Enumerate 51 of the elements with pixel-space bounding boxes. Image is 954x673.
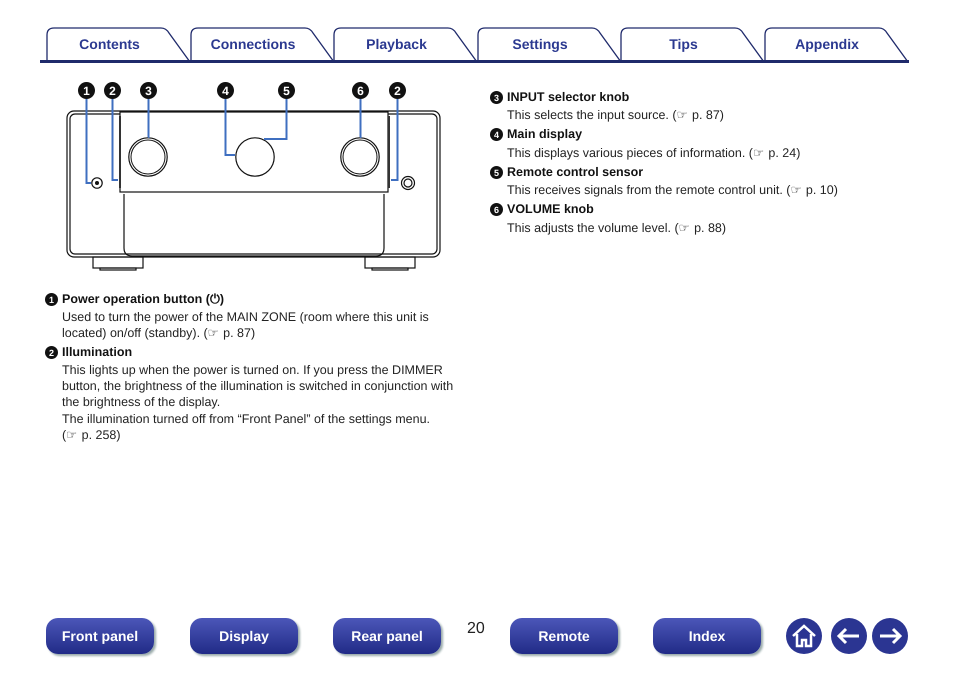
callout-number: 6	[352, 82, 369, 99]
nav-tab: Contents	[46, 27, 191, 61]
callout-number: 1	[78, 82, 95, 99]
callout-number: 5	[490, 166, 503, 179]
item-heading: INPUT selector knob	[507, 90, 630, 104]
leader-line	[264, 99, 288, 140]
nav-button: Display	[190, 618, 298, 654]
description-text: The illumination turned off from “Front Panel” of the settings menu. (☞ p. 258)	[62, 411, 432, 443]
page-number: 20	[467, 620, 485, 638]
callout-number: 6	[490, 203, 503, 216]
description-text: This selects the input source. (☞ p. 87)	[507, 107, 725, 123]
callout-number: 4	[217, 82, 234, 99]
nav-button: Index	[653, 618, 761, 654]
item-heading: VOLUME knob	[507, 202, 594, 216]
description-text: This lights up when the power is turned on. If you press the DIMMER button, the brightness of the illumination is switched in conjunction with the brightness of the display.	[62, 362, 454, 410]
description-text: This displays various pieces of information. (☞ p. 24)	[507, 145, 802, 161]
callout-number: 5	[278, 82, 295, 99]
leader-line	[86, 99, 91, 184]
illumination-strip	[387, 116, 391, 188]
description-text: This adjusts the volume level. (☞ p. 88)	[507, 220, 728, 236]
nav-tab: Tips	[620, 27, 765, 61]
callout-number: 3	[490, 91, 503, 104]
nav-tab: Settings	[476, 27, 622, 61]
callout-number: 3	[140, 82, 157, 99]
callout-number: 2	[45, 346, 58, 359]
callout-number: 1	[45, 293, 58, 306]
illumination-strip	[118, 116, 122, 188]
leader-line	[391, 99, 398, 181]
control-knob	[340, 137, 380, 177]
item-heading: Main display	[507, 127, 582, 141]
leader-line	[147, 99, 150, 138]
nav-button: Front panel	[46, 618, 154, 654]
callout-number: 4	[490, 128, 503, 141]
item-heading: Remote control sensor	[507, 165, 644, 179]
callout-number: 2	[104, 82, 121, 99]
control-knob	[128, 137, 168, 177]
callout-number: 2	[389, 82, 406, 99]
nav-tab: Playback	[333, 27, 478, 61]
description-text: Used to turn the power of the MAIN ZONE (room where this unit is located) on/off (standby). (☞ p. 87)	[62, 309, 430, 341]
item-heading: Power operation button (⏻)	[62, 292, 224, 307]
nav-button: Rear panel	[333, 618, 441, 654]
description-text: This receives signals from the remote control unit. (☞ p. 10)	[507, 182, 839, 198]
leader-line	[359, 99, 362, 138]
nav-button: Remote	[510, 618, 618, 654]
leader-line	[224, 99, 235, 156]
nav-tab: Connections	[190, 27, 334, 61]
power-button	[91, 177, 103, 189]
item-heading: Illumination	[62, 345, 132, 359]
leader-line	[112, 99, 118, 181]
nav-tab: Appendix	[764, 27, 908, 61]
display-window	[235, 137, 275, 177]
